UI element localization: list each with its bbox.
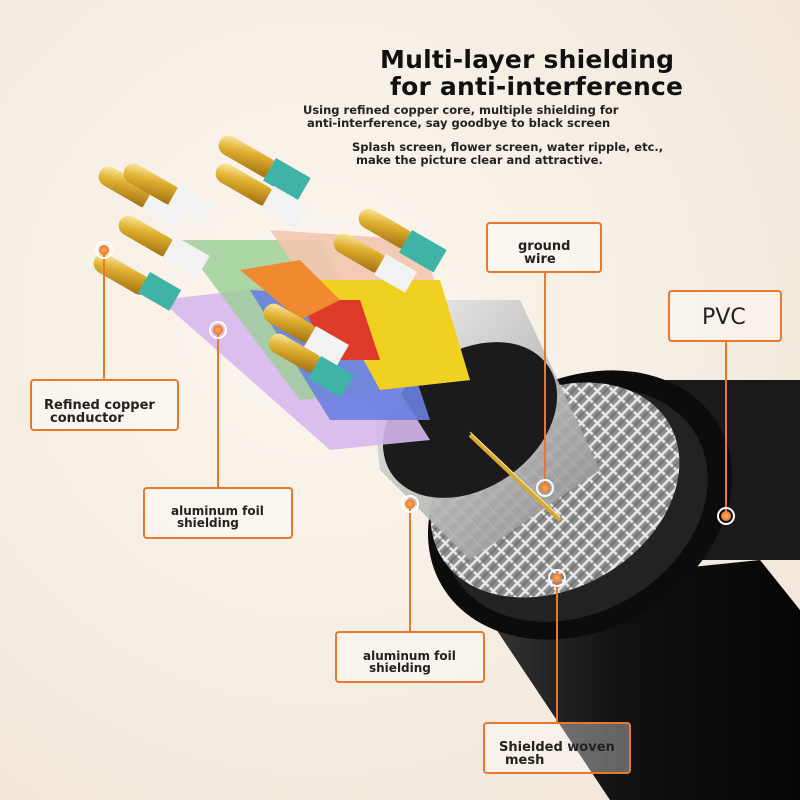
callout-label: wire — [524, 252, 556, 267]
callout-woven-mesh: Shielded woven mesh — [483, 722, 631, 774]
ground-wire-strand — [468, 431, 562, 522]
conductor-tip — [123, 163, 215, 227]
callout-label: aluminum foil — [363, 649, 456, 663]
wire-bundle — [93, 135, 562, 522]
callout-label: ground — [518, 239, 571, 254]
title-line-2: for anti-interference — [390, 72, 684, 101]
callout-label: mesh — [505, 753, 545, 768]
callout-pvc: PVC — [668, 290, 782, 342]
description-paragraph-1: Using refined copper core, multiple shie… — [303, 104, 633, 130]
marker-dot — [401, 495, 419, 513]
marker-dot — [209, 321, 227, 339]
callout-label: shielding — [177, 516, 239, 530]
page-title: Multi-layer shielding for anti-interfere… — [380, 46, 690, 100]
callout-label: shielding — [369, 661, 431, 675]
leader-lines — [103, 250, 727, 723]
conductor-tip — [263, 303, 349, 368]
marker-dot — [536, 479, 554, 497]
description-paragraph-2: Splash screen, flower screen, water ripp… — [352, 141, 682, 167]
conductor-tip — [268, 333, 354, 398]
description-line: Splash screen, flower screen, water ripp… — [352, 140, 664, 154]
description-line: anti-interference, say goodbye to black … — [307, 116, 611, 130]
description-line: Using refined copper core, multiple shie… — [303, 103, 619, 117]
conductor-tip — [333, 233, 418, 293]
conductor-tip — [118, 215, 210, 279]
marker-dot — [548, 569, 566, 587]
callout-refined-copper: Refined copper conductor — [30, 379, 179, 431]
callout-ground-wire: ground wire — [486, 222, 602, 273]
conductor-tip — [218, 135, 311, 201]
conductor-tip — [358, 208, 447, 273]
callout-label: Refined copper — [44, 398, 155, 413]
marker-dot — [95, 241, 113, 259]
callout-label: PVC — [702, 305, 746, 330]
conductor-tip — [215, 163, 309, 229]
marker-dots — [95, 241, 735, 587]
title-line-1: Multi-layer shielding — [380, 45, 675, 74]
callout-foil-inner: aluminum foil shielding — [143, 487, 293, 539]
callout-label: conductor — [50, 411, 124, 426]
callout-label: aluminum foil — [171, 504, 264, 518]
callout-foil-outer: aluminum foil shielding — [335, 631, 485, 683]
conductor-tip — [93, 253, 182, 311]
description-line: make the picture clear and attractive. — [356, 153, 603, 167]
marker-dot — [717, 507, 735, 525]
callout-label: Shielded woven — [499, 740, 615, 755]
